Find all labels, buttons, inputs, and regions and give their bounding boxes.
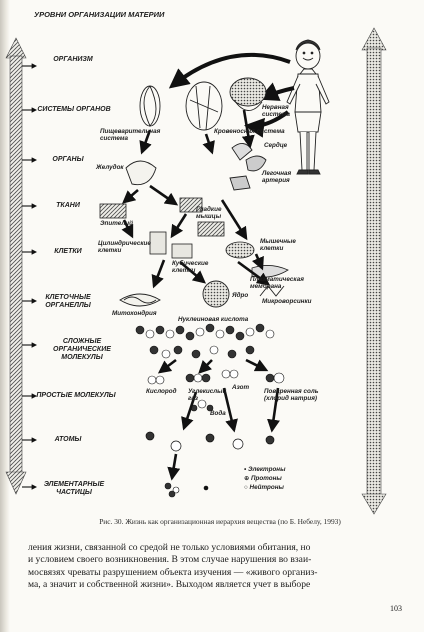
label-smooth-muscle: Гладкие мышцы: [196, 206, 222, 220]
tissues-illustration: [99, 197, 289, 278]
figure-illustration: [5, 27, 387, 515]
label-nervous-system: Нервная система: [262, 104, 291, 118]
label-pulmonary-artery: Легочная артерия: [262, 170, 292, 184]
label-epithelium: Эпителий: [100, 220, 133, 227]
level-arrows: [22, 63, 38, 490]
label-stomach: Желудок: [96, 164, 124, 171]
axis-title: УРОВНИ ОРГАНИЗАЦИИ МАТЕРИИ: [34, 10, 165, 19]
simple-molecules-illustration: [147, 369, 285, 412]
label-salt: Поваренная соль (хлорид натрия): [264, 388, 319, 402]
label-oxygen: Кислород: [146, 388, 177, 395]
label-nucleic-acid: Нуклеиновая кислота: [178, 316, 249, 323]
body-text: ления жизни, связанной со средой не толь…: [28, 542, 410, 592]
label-carbon-dioxide: Углекислый газ: [188, 388, 227, 402]
label-heart: Сердце: [264, 142, 288, 149]
legend-neutrons: ○ Нейтроны: [244, 484, 284, 491]
level-atoms: АТОМЫ: [54, 436, 82, 443]
level-organ-systems: СИСТЕМЫ ОРГАНОВ: [37, 106, 111, 113]
label-nitrogen: Азот: [232, 384, 250, 391]
scan-edge-shadow: [0, 0, 10, 632]
level-elementary-particles: ЭЛЕМЕНТАРНЫЕ ЧАСТИЦЫ: [43, 481, 105, 496]
girl-figure: [286, 39, 330, 175]
level-organelles: КЛЕТОЧНЫЕ ОРГАНЕЛЛЫ: [45, 294, 91, 309]
level-tissues: ТКАНИ: [56, 202, 80, 209]
label-digestive-system: Пищеварительная система: [100, 128, 161, 142]
level-simple-molecules: ПРОСТЫЕ МОЛЕКУЛЫ: [36, 392, 116, 399]
level-complex-molecules: СЛОЖНЫЕ ОРГАНИЧЕСКИЕ МОЛЕКУЛЫ: [53, 338, 111, 361]
complex-molecules-illustration: [135, 323, 275, 359]
level-organisms: ОРГАНИЗМ: [53, 56, 93, 63]
label-cuboidal-cells: Кубические клетки: [172, 260, 209, 274]
label-plasma-membrane: Плазматическая мембрана: [250, 276, 304, 290]
label-microvilli: Микроворсинки: [262, 298, 312, 305]
atoms-illustration: [145, 431, 275, 452]
organ-systems-illustration: [139, 77, 267, 131]
figure-hierarchy: УРОВНИ ОРГАНИЗАЦИИ МАТЕРИИ ОРГАНИЗМ СИСТ…: [5, 10, 387, 515]
label-mitochondrion: Митохондрия: [112, 310, 157, 317]
legend-electrons: • Электроны: [244, 466, 286, 473]
label-muscle-cells: Мышечные клетки: [260, 238, 296, 252]
body-line: ления жизни, связанной со средой не толь…: [28, 542, 311, 553]
right-scale-arrow: [361, 27, 387, 515]
label-water: Вода: [210, 410, 226, 417]
label-nucleus: Ядро: [232, 292, 249, 299]
organelles-illustration: [119, 280, 285, 308]
particles-illustration: [164, 482, 209, 498]
label-columnar-cells: Цилиндрические клетки: [98, 240, 151, 254]
page-number: 103: [390, 604, 402, 613]
body-line: мосвязях чреваты разрушением объекта изу…: [28, 566, 318, 578]
left-scale-arrow: [5, 37, 27, 495]
level-organs: ОРГАНЫ: [52, 156, 84, 163]
legend-protons: ⊕ Протоны: [244, 475, 282, 482]
hierarchy-arrows: [121, 109, 280, 481]
body-line: и условием своего возникновения. В этом …: [28, 554, 312, 566]
organs-illustration: [125, 143, 267, 191]
level-cells: КЛЕТКИ: [54, 248, 82, 255]
label-circulatory-system: Кровеносная система: [214, 128, 285, 135]
figure-caption: Рис. 30. Жизнь как организационная иерар…: [99, 517, 341, 526]
body-line: ма, а значит и собственной жизни». Выход…: [28, 579, 311, 591]
